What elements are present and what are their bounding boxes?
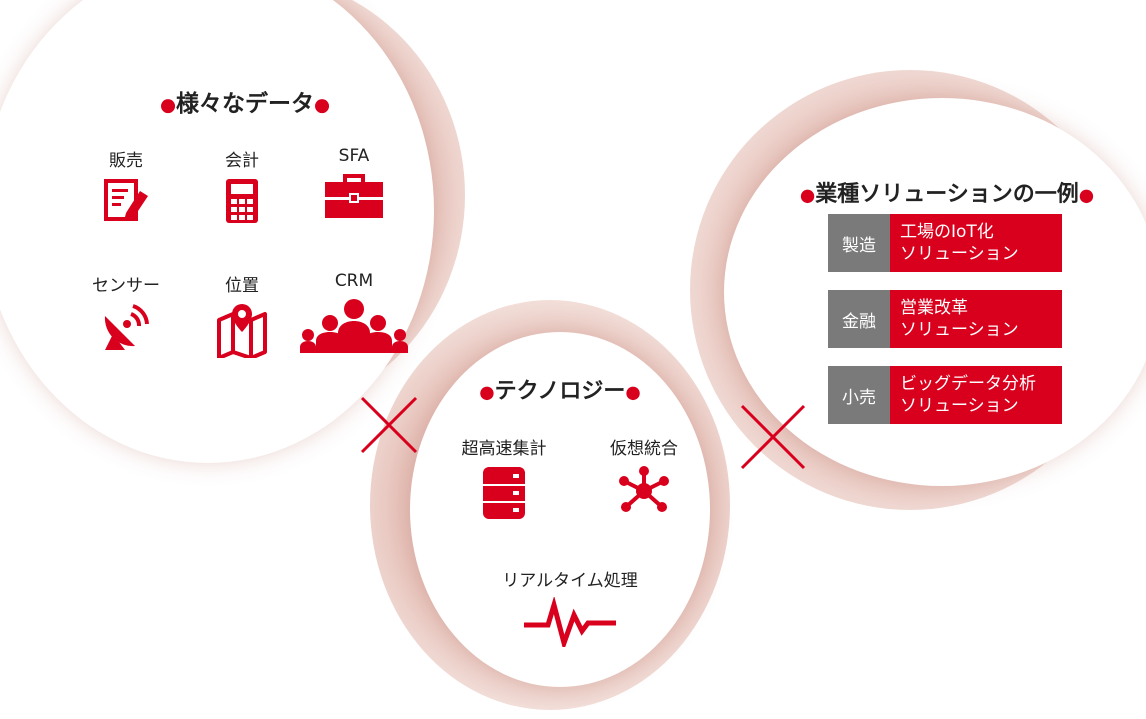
solution-description: ビッグデータ分析 ソリューション: [890, 366, 1062, 424]
title-dot-icon: ●: [1078, 186, 1095, 206]
title-dot-icon: ●: [799, 186, 816, 206]
multiply-cross-icon: [360, 396, 418, 454]
solution-circle-title: ●業種ソリューションの一例●: [799, 182, 1095, 207]
solution-description: 工場のIoT化 ソリューション: [890, 214, 1062, 272]
network-hub-icon: [619, 466, 669, 512]
solution-description: 営業改革 ソリューション: [890, 290, 1062, 348]
satellite-dish-icon: [104, 304, 149, 350]
data-item-label: 会計: [225, 151, 259, 171]
title-dot-icon: ●: [479, 383, 495, 403]
tech-item-aggregation: 超高速集計: [449, 434, 559, 521]
tech-item-label: 超高速集計: [461, 439, 547, 459]
tech-item-label: 仮想統合: [610, 439, 678, 459]
data-item-sales: 販売: [71, 146, 181, 223]
data-item-label: 位置: [225, 276, 259, 296]
tech-circle-title: ●テクノロジー●: [479, 379, 641, 404]
multiply-cross-icon: [740, 404, 806, 470]
tech-item-label: リアルタイム処理: [502, 571, 638, 591]
data-item-accounting: 会計: [187, 146, 297, 225]
calculator-icon: [226, 179, 258, 223]
data-item-sensor: センサー: [71, 271, 181, 354]
data-item-label: センサー: [92, 276, 160, 296]
data-item-label: 販売: [109, 151, 143, 171]
tech-item-realtime: リアルタイム処理: [490, 566, 650, 647]
data-circle: [0, 0, 434, 463]
industry-tag: 金融: [828, 290, 890, 348]
pulse-icon: [524, 597, 616, 647]
title-dot-icon: ●: [625, 383, 641, 403]
briefcase-icon: [325, 174, 383, 218]
data-item-label: CRM: [334, 271, 374, 291]
solution-row-manufacturing: 製造 工場のIoT化 ソリューション: [828, 214, 1062, 272]
map-pin-icon: [217, 304, 267, 358]
title-dot-icon: ●: [314, 95, 331, 116]
industry-tag: 小売: [828, 366, 890, 424]
database-icon: [483, 467, 525, 519]
data-item-label: SFA: [338, 146, 370, 166]
people-group-icon: [300, 299, 408, 353]
solution-row-retail: 小売 ビッグデータ分析 ソリューション: [828, 366, 1062, 424]
tech-item-virtual-integration: 仮想統合: [589, 434, 699, 517]
document-pen-icon: [104, 179, 148, 221]
title-dot-icon: ●: [159, 95, 176, 116]
data-item-location: 位置: [187, 271, 297, 358]
data-item-crm: CRM: [299, 271, 409, 353]
solution-row-finance: 金融 営業改革 ソリューション: [828, 290, 1062, 348]
industry-tag: 製造: [828, 214, 890, 272]
data-circle-title: ●様々なデータ●: [159, 91, 331, 117]
data-item-sfa: SFA: [299, 146, 409, 220]
